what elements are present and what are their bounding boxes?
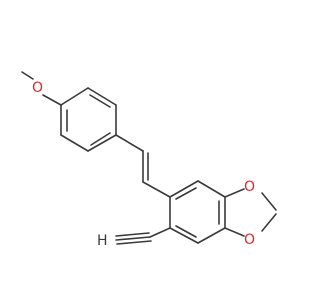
- bond-ring1-vinyl: [115, 134, 144, 152]
- methoxy-oxygen-label: O: [32, 80, 43, 96]
- bond-alkyne-3: [116, 240, 152, 245]
- bond-ring2-inner-1: [175, 187, 197, 200]
- structure-diagram: O O O H: [21, 71, 277, 249]
- bond-o-top-ch2: [261, 192, 277, 211]
- dioxole-oxygen-top-label: O: [244, 179, 255, 195]
- dioxole-oxygen-bottom-label: O: [244, 232, 255, 248]
- bond-ring1-e: [87, 87, 117, 106]
- bond-ring1-c: [87, 134, 117, 152]
- bond-ring2-b: [197, 180, 226, 198]
- alkyne-hydrogen-label: H: [97, 233, 108, 249]
- bond-ring1-inner-3: [89, 94, 111, 108]
- bond-alkyne-2: [115, 232, 150, 237]
- bond-o-ring: [42, 94, 62, 106]
- bond-ring2-d: [197, 227, 226, 244]
- bond-ring2-inner-3: [175, 225, 197, 238]
- bond-ring2-o-top: [224, 188, 245, 198]
- bond-ring2-alkyne: [149, 227, 171, 238]
- bond-methyl-o: [21, 71, 34, 80]
- bond-ring1-b: [60, 134, 89, 152]
- bond-ring2-a: [169, 180, 199, 198]
- bond-alkyne-1: [115, 236, 151, 241]
- bond-vinyl-ring2: [142, 181, 171, 198]
- molecule-canvas: O O O H: [21, 71, 277, 249]
- bond-o-bottom-ch2: [261, 213, 277, 232]
- bond-ring1-f: [60, 87, 89, 106]
- bond-ring1-inner-2: [90, 132, 111, 146]
- bond-ring2-e: [169, 227, 199, 244]
- bond-ring2-o-bottom: [224, 227, 245, 237]
